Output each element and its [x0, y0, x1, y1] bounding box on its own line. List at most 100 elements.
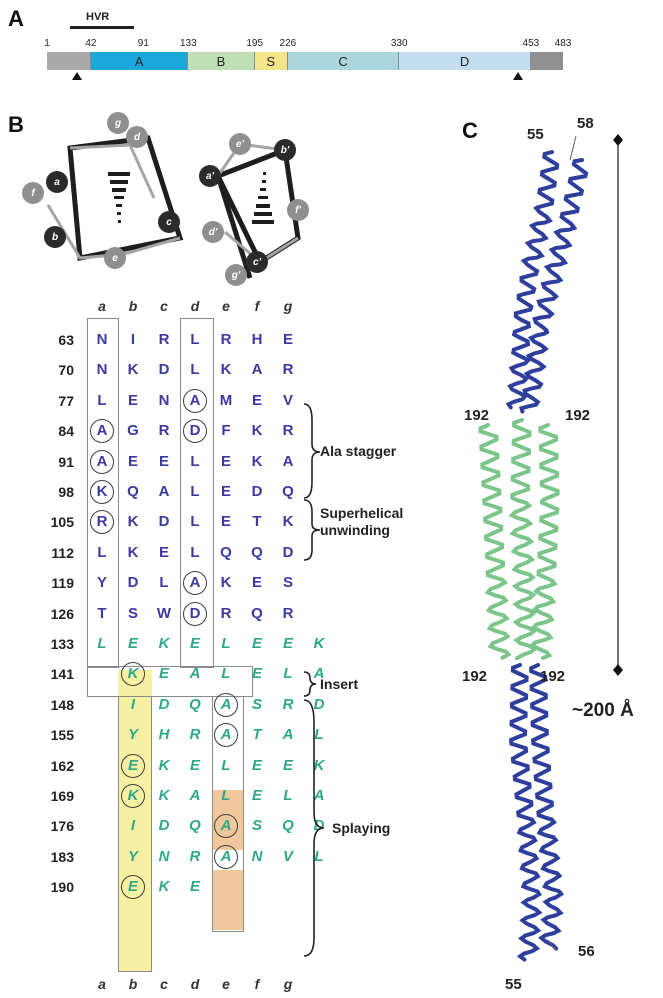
residue-letter: E [251, 391, 262, 409]
residue-letter: L [190, 452, 200, 470]
residue-number: 119 [51, 575, 74, 592]
residue-letter: D [158, 513, 170, 531]
residue-letter: Q [189, 695, 201, 713]
residue-letter: N [158, 391, 170, 409]
helix-blue-bottom-1 [509, 663, 543, 962]
residue-letter: L [221, 787, 231, 804]
left-wheel-node-c: c [158, 211, 180, 233]
residue-letter: E [189, 756, 200, 774]
alanine-highlight-176-183 [212, 870, 244, 930]
residue-number: 126 [50, 605, 74, 622]
residue-highlight-circle [183, 571, 207, 596]
residue-letter: K [127, 513, 139, 531]
heptad-column-header: e [222, 976, 230, 992]
residue-number: 105 [50, 514, 74, 531]
heptad-column-header: a [98, 298, 106, 314]
panel-label-a: A [8, 6, 24, 31]
residue-letter: N [96, 331, 108, 348]
heptad-column-header: c [160, 976, 168, 992]
leader-58 [569, 135, 577, 161]
residue-letter: D [251, 483, 263, 500]
residue-letter: M [219, 391, 233, 409]
residue-letter: L [314, 847, 324, 865]
residue-letter: N [158, 847, 170, 865]
heptad-a-box [87, 318, 119, 668]
left-wheel-ladder [108, 172, 130, 223]
residue-letter: N [251, 847, 263, 865]
residue-letter: L [97, 391, 107, 409]
residue-letter: T [252, 726, 262, 744]
heptad-column-header: d [190, 298, 200, 314]
label-192-top-right: 192 [565, 407, 591, 424]
residue-letter: L [97, 635, 107, 652]
residue-letter: K [313, 635, 325, 652]
right-wheel-node-gp: g' [225, 264, 247, 286]
residue-letter: K [313, 756, 325, 774]
residue-tick-label: 1 [44, 38, 50, 49]
residue-highlight-circle [90, 510, 114, 535]
residue-letter: T [252, 513, 262, 531]
residue-letter: Q [189, 817, 201, 835]
leader-56 [547, 939, 557, 951]
residue-letter: S [127, 604, 138, 622]
residue-number: 91 [58, 453, 74, 470]
splaying-label: Splaying [332, 820, 391, 836]
residue-letter: E [282, 635, 293, 652]
residue-letter: Q [220, 543, 232, 561]
hvr-bracket [70, 26, 134, 29]
residue-highlight-circle [121, 875, 145, 900]
residue-letter: K [158, 635, 170, 652]
left-wheel-node-a: a [46, 171, 68, 193]
column-b-box [118, 696, 152, 972]
hvr-label: HVR [86, 11, 110, 23]
residue-letter: K [158, 756, 170, 774]
left-wheel-node-g: g [107, 112, 129, 134]
residue-letter: E [251, 787, 262, 804]
residue-number: 148 [50, 696, 74, 713]
helix-blue-top-2 [519, 158, 589, 414]
residue-highlight-circle [214, 844, 238, 869]
label-192-bottom-left: 192 [462, 668, 488, 685]
left-wheel-node-f: f [22, 182, 44, 204]
residue-letter: E [127, 391, 138, 409]
insert-label: Insert [320, 676, 359, 692]
residue-letter: K [251, 452, 263, 470]
residue-letter: E [220, 483, 231, 500]
residue-letter: L [190, 361, 200, 379]
residue-number: 176 [50, 818, 74, 835]
residue-number: 112 [51, 544, 74, 561]
residue-number: 133 [50, 636, 74, 652]
residue-letter: L [283, 787, 293, 804]
scale-bar-top-cap-icon [613, 134, 623, 146]
right-wheel-node-fp: f' [287, 199, 309, 221]
residue-letter: L [221, 635, 231, 652]
length-label: ~200 Å [572, 700, 634, 721]
residue-tick-label: 453 [522, 38, 540, 49]
residue-number: 162 [50, 757, 74, 774]
residue-letter: I [130, 695, 136, 713]
residue-highlight-circle [121, 662, 145, 687]
panel-label-b: B [8, 112, 24, 137]
residue-letter: E [282, 331, 293, 348]
residue-letter: E [189, 635, 200, 652]
residue-highlight-circle [183, 601, 207, 626]
residue-number: 169 [50, 788, 74, 804]
annotation-braces [303, 403, 325, 957]
superhelical-label: Superhelical [320, 505, 404, 521]
residue-highlight-circle [214, 692, 238, 717]
unwinding-label: unwinding [320, 522, 390, 538]
label-bottom-56: 56 [578, 943, 595, 960]
residue-letter: R [189, 726, 201, 744]
right-wheel-ladder [252, 172, 274, 224]
residue-letter: A [158, 483, 170, 500]
residue-number: 63 [58, 332, 74, 348]
terminal-segment [47, 52, 91, 70]
domain-segment-b: B [188, 52, 255, 70]
residue-tick-label: 195 [246, 38, 264, 49]
residue-number: 84 [58, 423, 74, 440]
residue-letter: E [220, 513, 231, 531]
residue-letter: A [282, 452, 294, 470]
residue-letter: Q [251, 604, 263, 622]
residue-number: 141 [50, 666, 74, 683]
residue-letter: A [189, 665, 201, 683]
